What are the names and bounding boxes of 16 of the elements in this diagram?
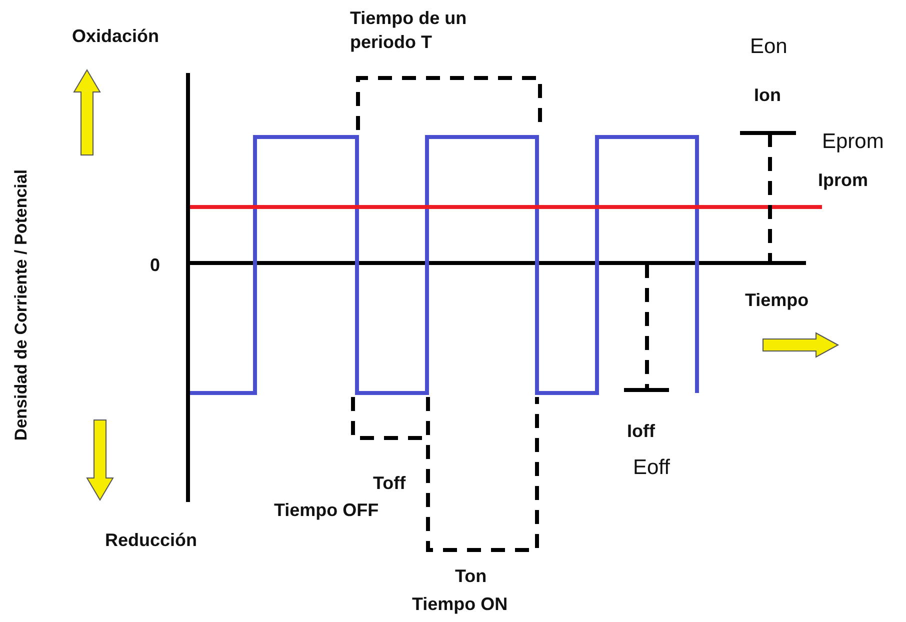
annotation-label: Tiempo ON <box>412 593 508 616</box>
annotation-label: Ton <box>455 565 487 588</box>
annotation-label: Tiempo de un periodo T <box>350 7 468 54</box>
annotation-label: Eprom <box>822 129 884 155</box>
axis-title: Densidad de Corriente / Potencial <box>10 169 32 441</box>
annotation-label: Eoff <box>633 455 670 481</box>
axis-label: Reducción <box>105 529 198 552</box>
annotation-label: Toff <box>373 472 406 495</box>
annotation-label: Tiempo OFF <box>274 499 379 522</box>
annotation-label: Iprom <box>818 169 868 192</box>
annotation-label: Eon <box>750 34 788 60</box>
annotation-label: Ion <box>754 84 781 107</box>
axis-label: Oxidación <box>72 25 160 48</box>
annotation-label: Ioff <box>627 420 655 443</box>
axis-label: Tiempo <box>745 289 809 312</box>
axis-label: 0 <box>150 254 160 277</box>
